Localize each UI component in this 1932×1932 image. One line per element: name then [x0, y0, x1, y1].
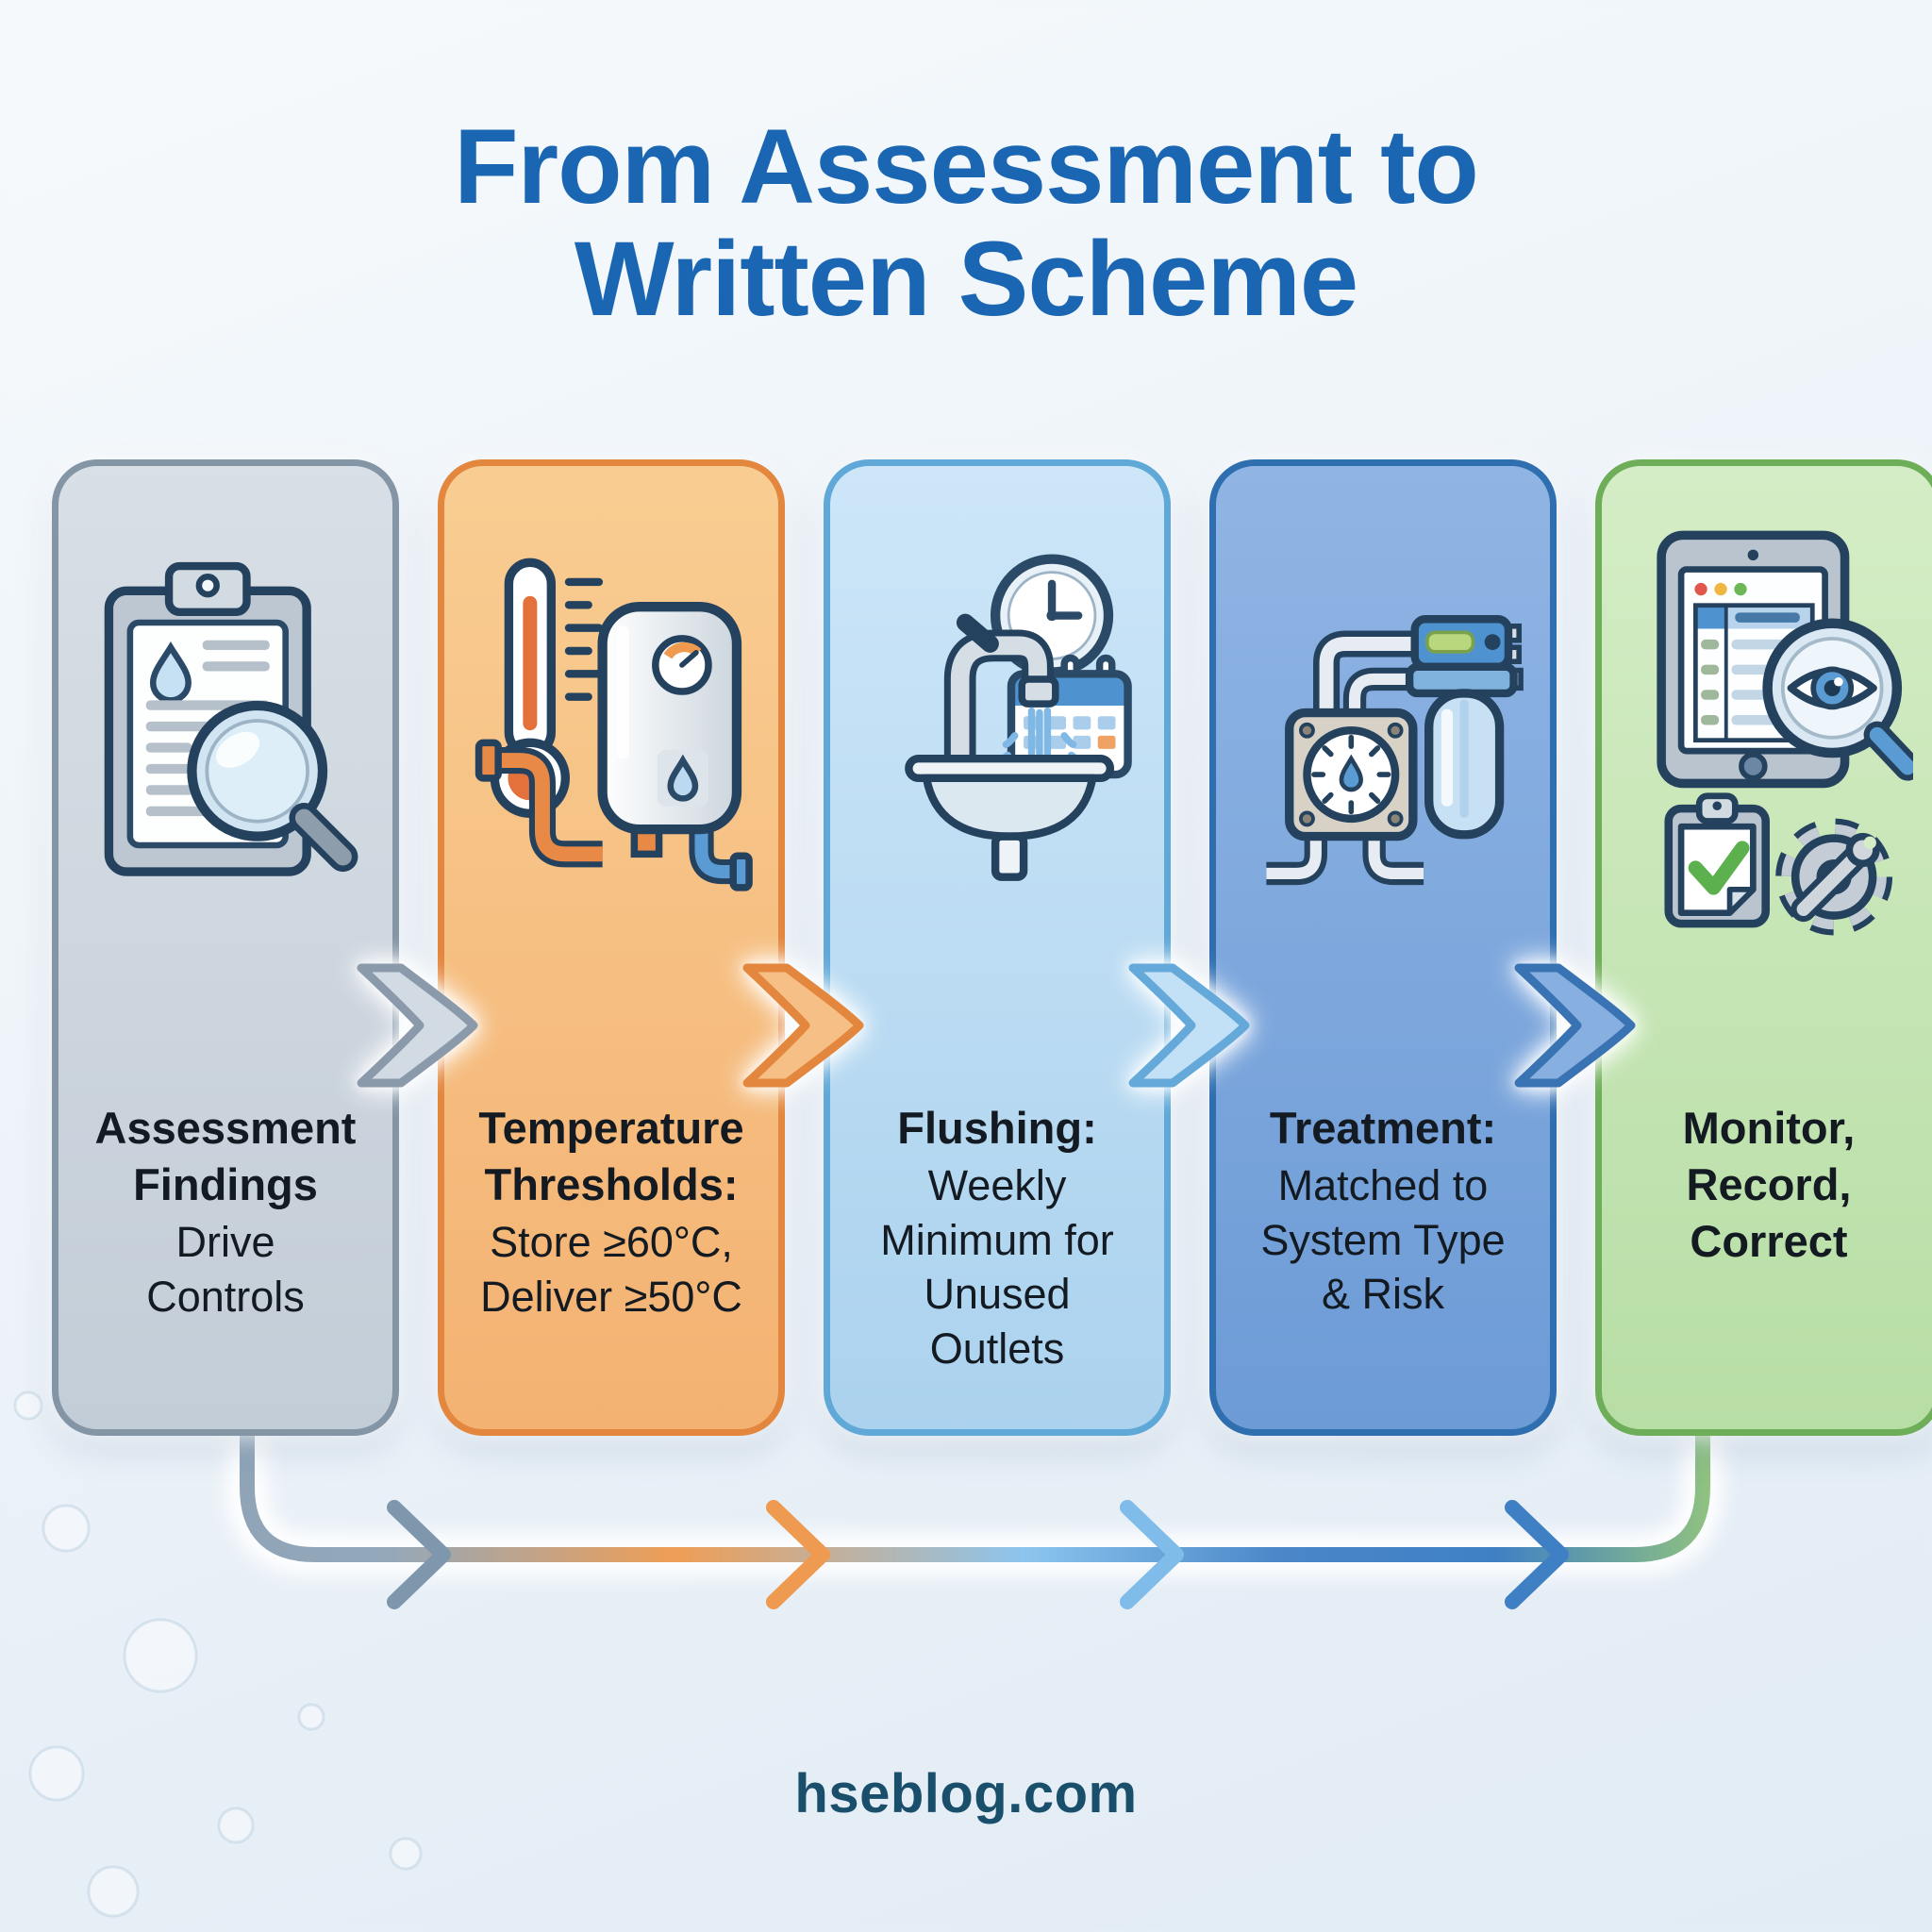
- step-arrow-icon: [742, 963, 864, 1088]
- step-heading: Treatment:: [1269, 1103, 1497, 1153]
- flow-arrowhead-icons: [387, 1500, 1569, 1609]
- step-card-assessment: Assessment Findings Drive Controls: [52, 459, 399, 1436]
- step-heading: Monitor, Record, Correct: [1682, 1103, 1856, 1267]
- step-body: Drive Controls: [146, 1218, 305, 1321]
- clipboard-magnifier-icon: [104, 561, 358, 876]
- flow-line: [240, 1428, 1710, 1562]
- step-heading: Flushing:: [897, 1103, 1097, 1153]
- step-arrow-icon: [1128, 963, 1250, 1088]
- title-line-1: From Assessment to: [454, 108, 1479, 225]
- step-card-flushing: Flushing: Weekly Minimum for Unused Outl…: [824, 459, 1171, 1436]
- step-body: Weekly Minimum for Unused Outlets: [880, 1161, 1114, 1373]
- tablet-eye-checklist-gear-icon: [1656, 530, 1913, 936]
- step-arrow-icon: [357, 963, 478, 1088]
- gauge-filter-icon: [1266, 615, 1524, 886]
- step-card-treatment: Treatment: Matched to System Type & Risk: [1209, 459, 1557, 1436]
- step-heading: Assessment Findings: [94, 1103, 357, 1210]
- site-credit: hseblog.com: [794, 1763, 1138, 1824]
- infographic-title: From Assessment to Written Scheme: [0, 108, 1932, 338]
- step-card-temperature: Temperature Thresholds: Store ≥60°C, Del…: [438, 459, 785, 1436]
- step-heading: Temperature Thresholds:: [478, 1103, 744, 1210]
- droplet-decor-icon: [13, 1391, 423, 1918]
- step-card-monitor: Monitor, Record, Correct: [1595, 459, 1932, 1436]
- step-body: Store ≥60°C, Deliver ≥50°C: [480, 1218, 742, 1321]
- faucet-sink-clock-calendar-icon: [905, 554, 1132, 881]
- thermometer-boiler-icon: [475, 558, 753, 891]
- title-line-2: Written Scheme: [574, 219, 1358, 338]
- step-body: Matched to System Type & Risk: [1260, 1161, 1506, 1319]
- step-arrow-icon: [1514, 963, 1636, 1088]
